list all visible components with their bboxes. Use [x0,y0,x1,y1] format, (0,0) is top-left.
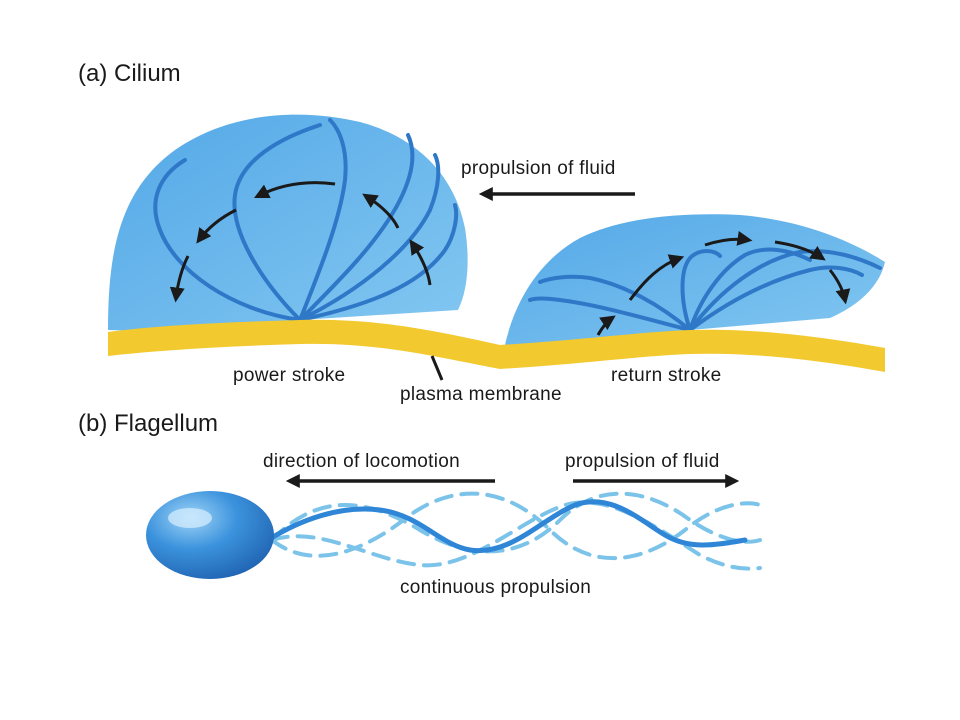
plasma-membrane-label: plasma membrane [400,384,562,405]
continuous-propulsion-label: continuous propulsion [400,577,592,598]
cilium-title: (a) Cilium [78,60,181,87]
return-stroke-arrows [596,230,851,336]
locomotion-label: direction of locomotion [263,451,461,472]
power-stroke-arrows [169,181,432,303]
membrane-pointer [430,355,444,381]
flagellum-tail [265,499,748,554]
return-stroke-cilium [505,214,885,345]
plasma-membrane [108,319,885,372]
power-stroke-positions [153,118,459,322]
cilium-propulsion-label: propulsion of fluid [461,158,616,179]
flagellum-propulsion-label: propulsion of fluid [565,451,720,472]
power-stroke-label: power stroke [233,365,346,386]
return-stroke-label: return stroke [611,365,722,386]
return-stroke-positions [528,247,882,332]
flagellum-head-highlight [168,508,212,528]
flagellum-previous-waves [270,491,762,571]
flagellum-title: (b) Flagellum [78,410,219,437]
flagellum-head [146,491,274,579]
